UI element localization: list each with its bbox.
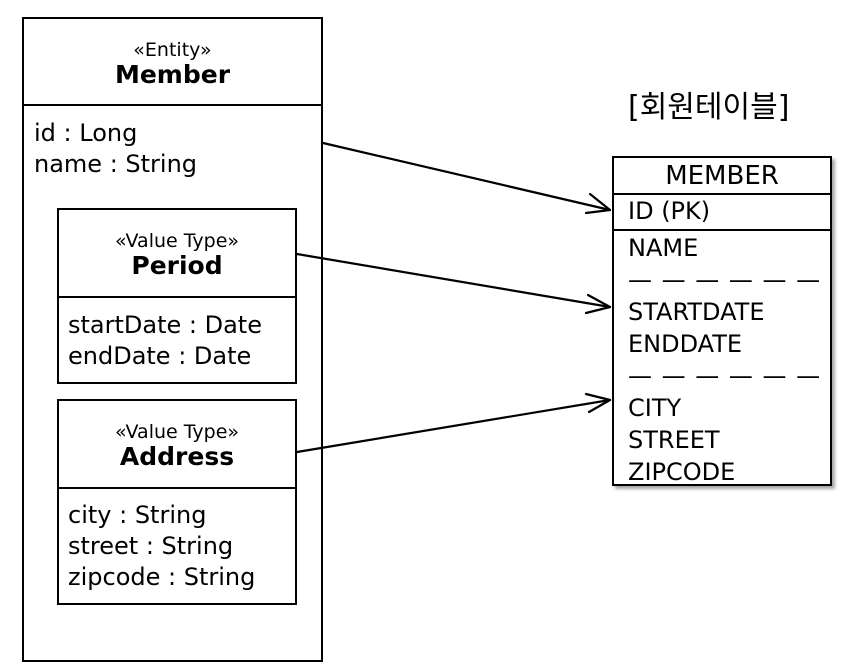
period-value-type-box: «Value Type» Period startDate : Date end…	[57, 208, 297, 384]
table-header-divider	[614, 193, 830, 195]
member-attribute-name: name : String	[34, 150, 198, 178]
table-columns: NAME — — — — — — STARTDATE ENDDATE — — —…	[628, 232, 821, 488]
period-header: «Value Type» Period	[59, 230, 295, 280]
period-to-startdate-arrow-line	[295, 252, 612, 309]
address-attribute-zipcode: zipcode : String	[68, 563, 256, 591]
period-attributes: startDate : Date endDate : Date	[68, 310, 262, 372]
period-header-divider	[59, 296, 295, 298]
member-attribute-id: id : Long	[34, 119, 138, 147]
address-name: Address	[119, 442, 235, 471]
table-name: MEMBER	[665, 161, 779, 191]
table-column-startdate: STARTDATE	[628, 298, 765, 326]
address-attributes: city : String street : String zipcode : …	[68, 500, 255, 593]
address-to-city-arrowhead	[584, 392, 612, 414]
member-entity-name: Member	[114, 60, 231, 89]
period-to-startdate-arrowhead	[584, 293, 612, 315]
member-header-divider	[24, 104, 321, 106]
address-attribute-street: street : String	[68, 532, 234, 560]
table-column-zipcode: ZIPCODE	[628, 458, 736, 486]
member-to-id-arrowhead	[584, 192, 612, 215]
period-attribute-startdate: startDate : Date	[68, 311, 262, 339]
table-column-city: CITY	[628, 394, 682, 422]
address-header: «Value Type» Address	[59, 421, 295, 471]
address-attribute-city: city : String	[68, 501, 207, 529]
member-stereotype: «Entity»	[133, 39, 212, 61]
address-stereotype: «Value Type»	[114, 421, 240, 443]
table-column-name: NAME	[628, 234, 699, 262]
member-entity-header: «Entity» Member	[24, 39, 321, 89]
table-column-separator: — — — — — —	[628, 362, 822, 390]
period-stereotype: «Value Type»	[114, 230, 240, 252]
member-table-box: MEMBER ID (PK) NAME — — — — — — STARTDAT…	[612, 156, 832, 486]
table-primary-key: ID (PK)	[628, 197, 711, 225]
period-attribute-enddate: endDate : Date	[68, 342, 252, 370]
member-attributes: id : Long name : String	[34, 118, 197, 180]
address-to-city-arrow-line	[295, 398, 612, 454]
member-to-id-arrow-line	[321, 141, 612, 212]
address-value-type-box: «Value Type» Address city : String stree…	[57, 399, 297, 605]
table-column-enddate: ENDDATE	[628, 330, 743, 358]
address-header-divider	[59, 487, 295, 489]
table-column-separator: — — — — — —	[628, 266, 822, 294]
table-caption: [회원테이블]	[628, 90, 790, 125]
table-column-street: STREET	[628, 426, 720, 454]
table-pk-divider	[614, 229, 830, 231]
period-name: Period	[131, 251, 223, 280]
